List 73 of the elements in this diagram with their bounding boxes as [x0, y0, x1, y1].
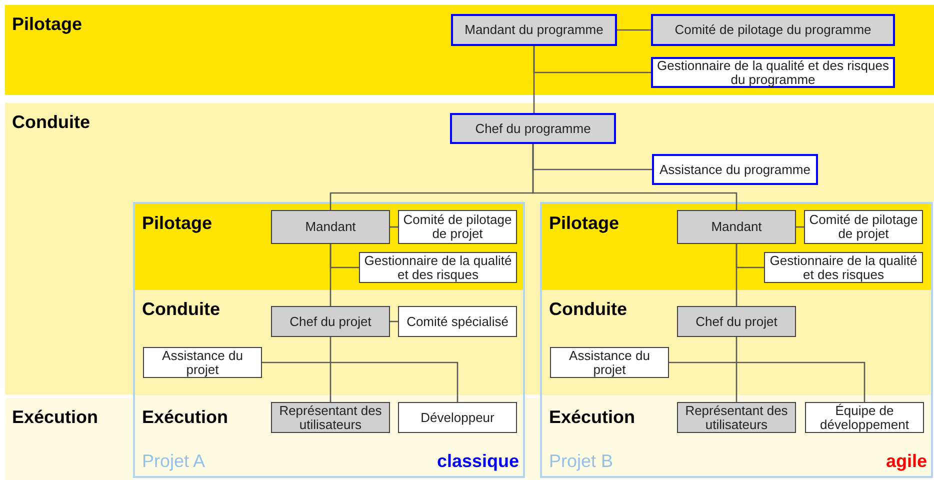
method-label: agile	[886, 450, 927, 473]
role-box	[677, 306, 796, 337]
box-label: Assistance du projet	[161, 348, 244, 376]
band-heading: Pilotage	[142, 212, 212, 235]
project-label: Projet A	[142, 450, 206, 473]
role-box	[271, 306, 390, 337]
band-heading: Conduite	[549, 298, 627, 321]
band-heading: Conduite	[12, 111, 90, 134]
method-label: classique	[436, 450, 519, 473]
connector-line	[736, 337, 738, 402]
band	[542, 204, 931, 290]
band	[135, 204, 523, 290]
box-label: Gestionnaire de la qualité et des risques	[364, 254, 512, 282]
role-box	[451, 14, 617, 46]
role-box	[764, 252, 923, 283]
band-heading: Pilotage	[549, 212, 620, 235]
band-heading: Exécution	[12, 406, 98, 429]
role-box	[550, 347, 669, 378]
band-heading: Pilotage	[12, 13, 82, 36]
project-frame	[540, 202, 933, 478]
band	[5, 5, 934, 95]
connector-line	[617, 29, 651, 31]
box-label: Représentant des utilisateurs	[684, 404, 789, 432]
role-box	[398, 210, 517, 244]
box-label: Gestionnaire de la qualité et des risques	[769, 254, 918, 282]
band-heading: Exécution	[549, 406, 636, 429]
band-heading: Conduite	[142, 298, 220, 321]
role-box	[398, 306, 517, 337]
box-label: Assistance du projet	[568, 348, 651, 376]
role-box	[271, 402, 390, 433]
connector-line	[390, 320, 398, 322]
role-box	[359, 252, 517, 283]
role-box	[651, 14, 895, 46]
box-label: Chef du projet	[290, 314, 372, 328]
role-box	[271, 210, 390, 244]
band	[5, 398, 133, 480]
connector-line	[390, 226, 398, 228]
role-box	[398, 402, 517, 433]
box-label: Représentant des utilisateurs	[278, 404, 383, 432]
box-label: Équipe de développement	[819, 404, 910, 432]
band	[135, 290, 523, 395]
connector-line	[669, 362, 866, 402]
connector-line	[532, 144, 738, 210]
box-label: Mandant du programme	[464, 23, 604, 37]
band-heading: Exécution	[142, 406, 228, 429]
project-label: Projet B	[549, 450, 614, 473]
project-frame	[133, 202, 525, 478]
connector-line	[330, 244, 332, 306]
role-box	[450, 113, 616, 144]
box-label: Comité spécialisé	[406, 314, 508, 328]
role-box	[677, 402, 796, 433]
band	[5, 103, 934, 202]
connector-line	[262, 362, 458, 402]
box-label: Mandant	[305, 220, 356, 234]
box-label: Développeur	[420, 410, 494, 424]
connector-line	[796, 226, 804, 228]
role-box	[652, 154, 818, 185]
role-box	[143, 347, 262, 378]
band	[542, 290, 931, 395]
role-box	[805, 402, 924, 433]
box-label: Comité de pilotage de projet	[403, 213, 512, 241]
box-label: Comité de pilotage de projet	[809, 213, 918, 241]
role-box	[677, 210, 796, 244]
box-label: Chef du programme	[475, 122, 591, 136]
connector-line	[736, 244, 738, 306]
role-box	[804, 210, 923, 244]
box-label: Comité de pilotage du programme	[674, 23, 872, 37]
box-label: Mandant	[711, 220, 762, 234]
connector-line	[533, 46, 535, 113]
connector-line	[330, 337, 332, 402]
box-label: Gestionnaire de la qualité et des risques du programme	[657, 58, 889, 86]
box-label: Chef du projet	[696, 314, 778, 328]
box-label: Assistance du programme	[659, 162, 810, 176]
